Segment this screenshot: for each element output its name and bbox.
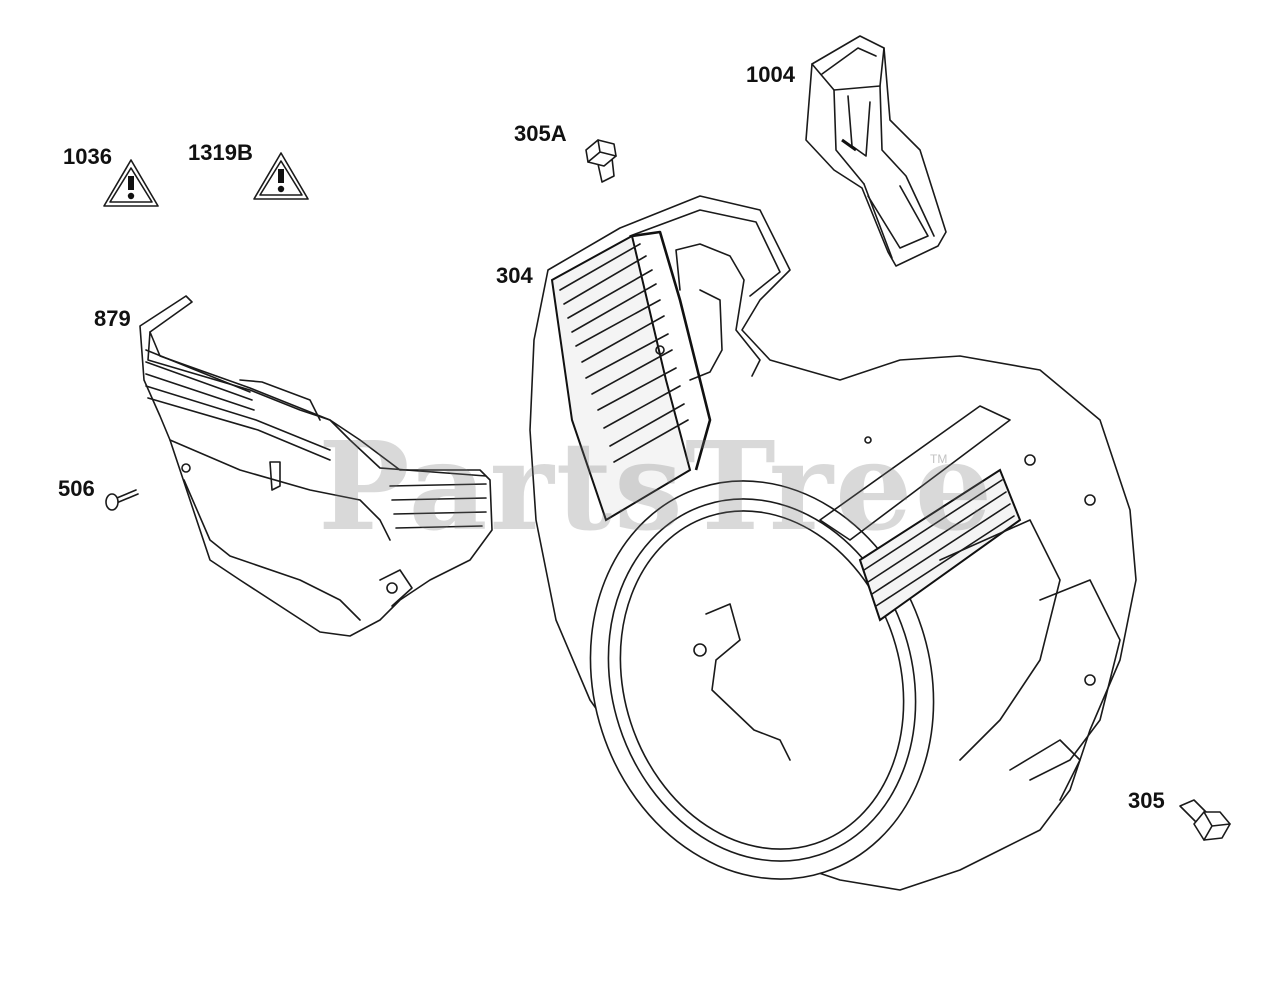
callout-1036[interactable]: 1036 <box>63 144 112 169</box>
guard-879[interactable] <box>139 295 493 637</box>
blower-housing-304[interactable] <box>529 195 1137 924</box>
warning-decal-1036-icon[interactable] <box>103 159 159 207</box>
callout-1319b[interactable]: 1319B <box>188 140 253 165</box>
callout-1004[interactable]: 1004 <box>746 62 795 87</box>
air-duct-1004[interactable] <box>805 35 947 267</box>
bolt-305a[interactable] <box>585 139 617 183</box>
callout-879[interactable]: 879 <box>94 306 131 331</box>
trademark-mark: TM <box>930 452 948 466</box>
partstree-watermark: PartsTree <box>318 414 995 558</box>
warning-decal-1319b-icon[interactable] <box>253 152 309 200</box>
callout-304[interactable]: 304 <box>496 263 533 288</box>
callout-305[interactable]: 305 <box>1128 788 1165 813</box>
callout-506[interactable]: 506 <box>58 476 95 501</box>
callout-305a[interactable]: 305A <box>514 121 567 146</box>
screw-506[interactable] <box>105 489 139 511</box>
bolt-305[interactable] <box>1179 799 1231 841</box>
